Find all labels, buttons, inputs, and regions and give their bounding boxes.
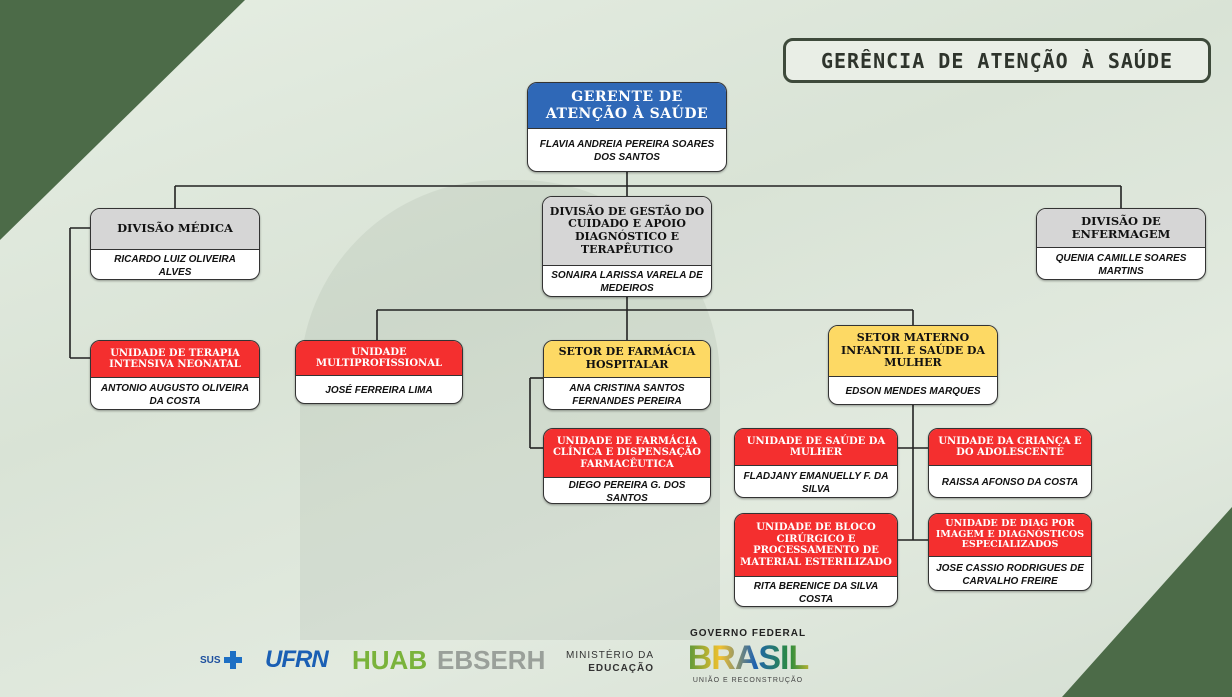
node-uti-neonatal-name: ANTONIO AUGUSTO OLIVEIRA DA COSTA bbox=[91, 377, 259, 409]
node-gerente: GERENTE DE ATENÇÃO À SAÚDE FLAVIA ANDREI… bbox=[527, 82, 727, 172]
node-divisao-gestao: DIVISÃO DE GESTÃO DO CUIDADO E APOIO DIA… bbox=[542, 196, 712, 297]
node-farmacia-clinica-name: DIEGO PEREIRA G. DOS SANTOS bbox=[544, 477, 710, 503]
node-farmacia-clinica-title: UNIDADE DE FARMÁCIA CLÍNICA E DISPENSAÇÃ… bbox=[544, 429, 710, 477]
node-gerente-name: FLAVIA ANDREIA PEREIRA SOARES DOS SANTOS bbox=[528, 128, 726, 171]
node-farmacia-hospitalar-title: SETOR DE FARMÁCIA HOSPITALAR bbox=[544, 341, 710, 377]
node-multiprofissional-name: JOSÉ FERREIRA LIMA bbox=[296, 375, 462, 403]
ebserh-logo: EBSERH bbox=[437, 645, 546, 675]
node-divisao-enfermagem: DIVISÃO DE ENFERMAGEM QUENIA CAMILLE SOA… bbox=[1036, 208, 1206, 280]
node-diag-imagem-title: UNIDADE DE DIAG POR IMAGEM E DIAGNÓSTICO… bbox=[929, 514, 1091, 556]
sus-cross-icon bbox=[223, 651, 242, 669]
governo-federal-text: GOVERNO FEDERAL bbox=[689, 628, 807, 639]
node-divisao-medica-title: DIVISÃO MÉDICA bbox=[91, 209, 259, 249]
slogan-text: UNIÃO E RECONSTRUÇÃO bbox=[692, 677, 804, 684]
ministerio-educacao-logo: MINISTÉRIO DA EDUCAÇÃO bbox=[566, 649, 654, 675]
node-crianca-adolescente-name: RAISSA AFONSO DA COSTA bbox=[929, 465, 1091, 497]
node-gerente-title-line1: GERENTE DE bbox=[571, 89, 683, 106]
node-gerente-title: GERENTE DE ATENÇÃO À SAÚDE bbox=[528, 83, 726, 128]
governo-federal-logo: GOVERNO FEDERAL BRASIL UNIÃO E RECONSTRU… bbox=[678, 628, 818, 684]
ministerio-line2: EDUCAÇÃO bbox=[588, 663, 655, 674]
node-materno-infantil-title: SETOR MATERNO INFANTIL E SAÚDE DA MULHER bbox=[829, 326, 997, 376]
node-bloco-cirurgico-name: RITA BERENICE DA SILVA COSTA bbox=[735, 576, 897, 606]
node-saude-mulher-title: UNIDADE DE SAÚDE DA MULHER bbox=[735, 429, 897, 465]
node-multiprofissional: UNIDADE MULTIPROFISSIONAL JOSÉ FERREIRA … bbox=[295, 340, 463, 404]
node-farmacia-clinica: UNIDADE DE FARMÁCIA CLÍNICA E DISPENSAÇÃ… bbox=[543, 428, 711, 504]
node-farmacia-hospitalar: SETOR DE FARMÁCIA HOSPITALAR ANA CRISTIN… bbox=[543, 340, 711, 410]
corner-decoration-top-left bbox=[0, 0, 245, 240]
page-title: GERÊNCIA DE ATENÇÃO À SAÚDE bbox=[783, 38, 1211, 83]
node-divisao-medica-name: RICARDO LUIZ OLIVEIRA ALVES bbox=[91, 249, 259, 279]
ufrn-logo: UFRN bbox=[265, 646, 329, 673]
node-divisao-enfermagem-title: DIVISÃO DE ENFERMAGEM bbox=[1037, 209, 1205, 247]
node-multiprofissional-title: UNIDADE MULTIPROFISSIONAL bbox=[296, 341, 462, 375]
node-divisao-gestao-title: DIVISÃO DE GESTÃO DO CUIDADO E APOIO DIA… bbox=[543, 197, 711, 265]
node-uti-neonatal: UNIDADE DE TERAPIA INTENSIVA NEONATAL AN… bbox=[90, 340, 260, 410]
ministerio-line1: MINISTÉRIO DA bbox=[566, 650, 655, 661]
huab-logo: HUAB bbox=[352, 645, 428, 675]
node-saude-mulher-name: FLADJANY EMANUELLY F. DA SILVA bbox=[735, 465, 897, 497]
node-bloco-cirurgico: UNIDADE DE BLOCO CIRÚRGICO E PROCESSAMEN… bbox=[734, 513, 898, 607]
node-divisao-enfermagem-name: QUENIA CAMILLE SOARES MARTINS bbox=[1037, 247, 1205, 279]
node-materno-infantil-name: EDSON MENDES MARQUES bbox=[829, 376, 997, 404]
node-bloco-cirurgico-title: UNIDADE DE BLOCO CIRÚRGICO E PROCESSAMEN… bbox=[735, 514, 897, 576]
node-uti-neonatal-title: UNIDADE DE TERAPIA INTENSIVA NEONATAL bbox=[91, 341, 259, 377]
brasil-wordmark: BRASIL bbox=[678, 639, 818, 677]
sus-logo: SUS bbox=[200, 651, 242, 669]
node-diag-imagem-name: JOSE CASSIO RODRIGUES DE CARVALHO FREIRE bbox=[929, 556, 1091, 590]
sus-text: SUS bbox=[200, 654, 221, 666]
node-divisao-gestao-name: SONAIRA LARISSA VARELA DE MEDEIROS bbox=[543, 265, 711, 296]
node-divisao-medica: DIVISÃO MÉDICA RICARDO LUIZ OLIVEIRA ALV… bbox=[90, 208, 260, 280]
node-materno-infantil: SETOR MATERNO INFANTIL E SAÚDE DA MULHER… bbox=[828, 325, 998, 405]
node-gerente-title-line2: ATENÇÃO À SAÚDE bbox=[545, 105, 709, 122]
node-saude-mulher: UNIDADE DE SAÚDE DA MULHER FLADJANY EMAN… bbox=[734, 428, 898, 498]
node-diag-imagem: UNIDADE DE DIAG POR IMAGEM E DIAGNÓSTICO… bbox=[928, 513, 1092, 591]
node-crianca-adolescente-title: UNIDADE DA CRIANÇA E DO ADOLESCENTE bbox=[929, 429, 1091, 465]
node-farmacia-hospitalar-name: ANA CRISTINA SANTOS FERNANDES PEREIRA bbox=[544, 377, 710, 409]
node-crianca-adolescente: UNIDADE DA CRIANÇA E DO ADOLESCENTE RAIS… bbox=[928, 428, 1092, 498]
